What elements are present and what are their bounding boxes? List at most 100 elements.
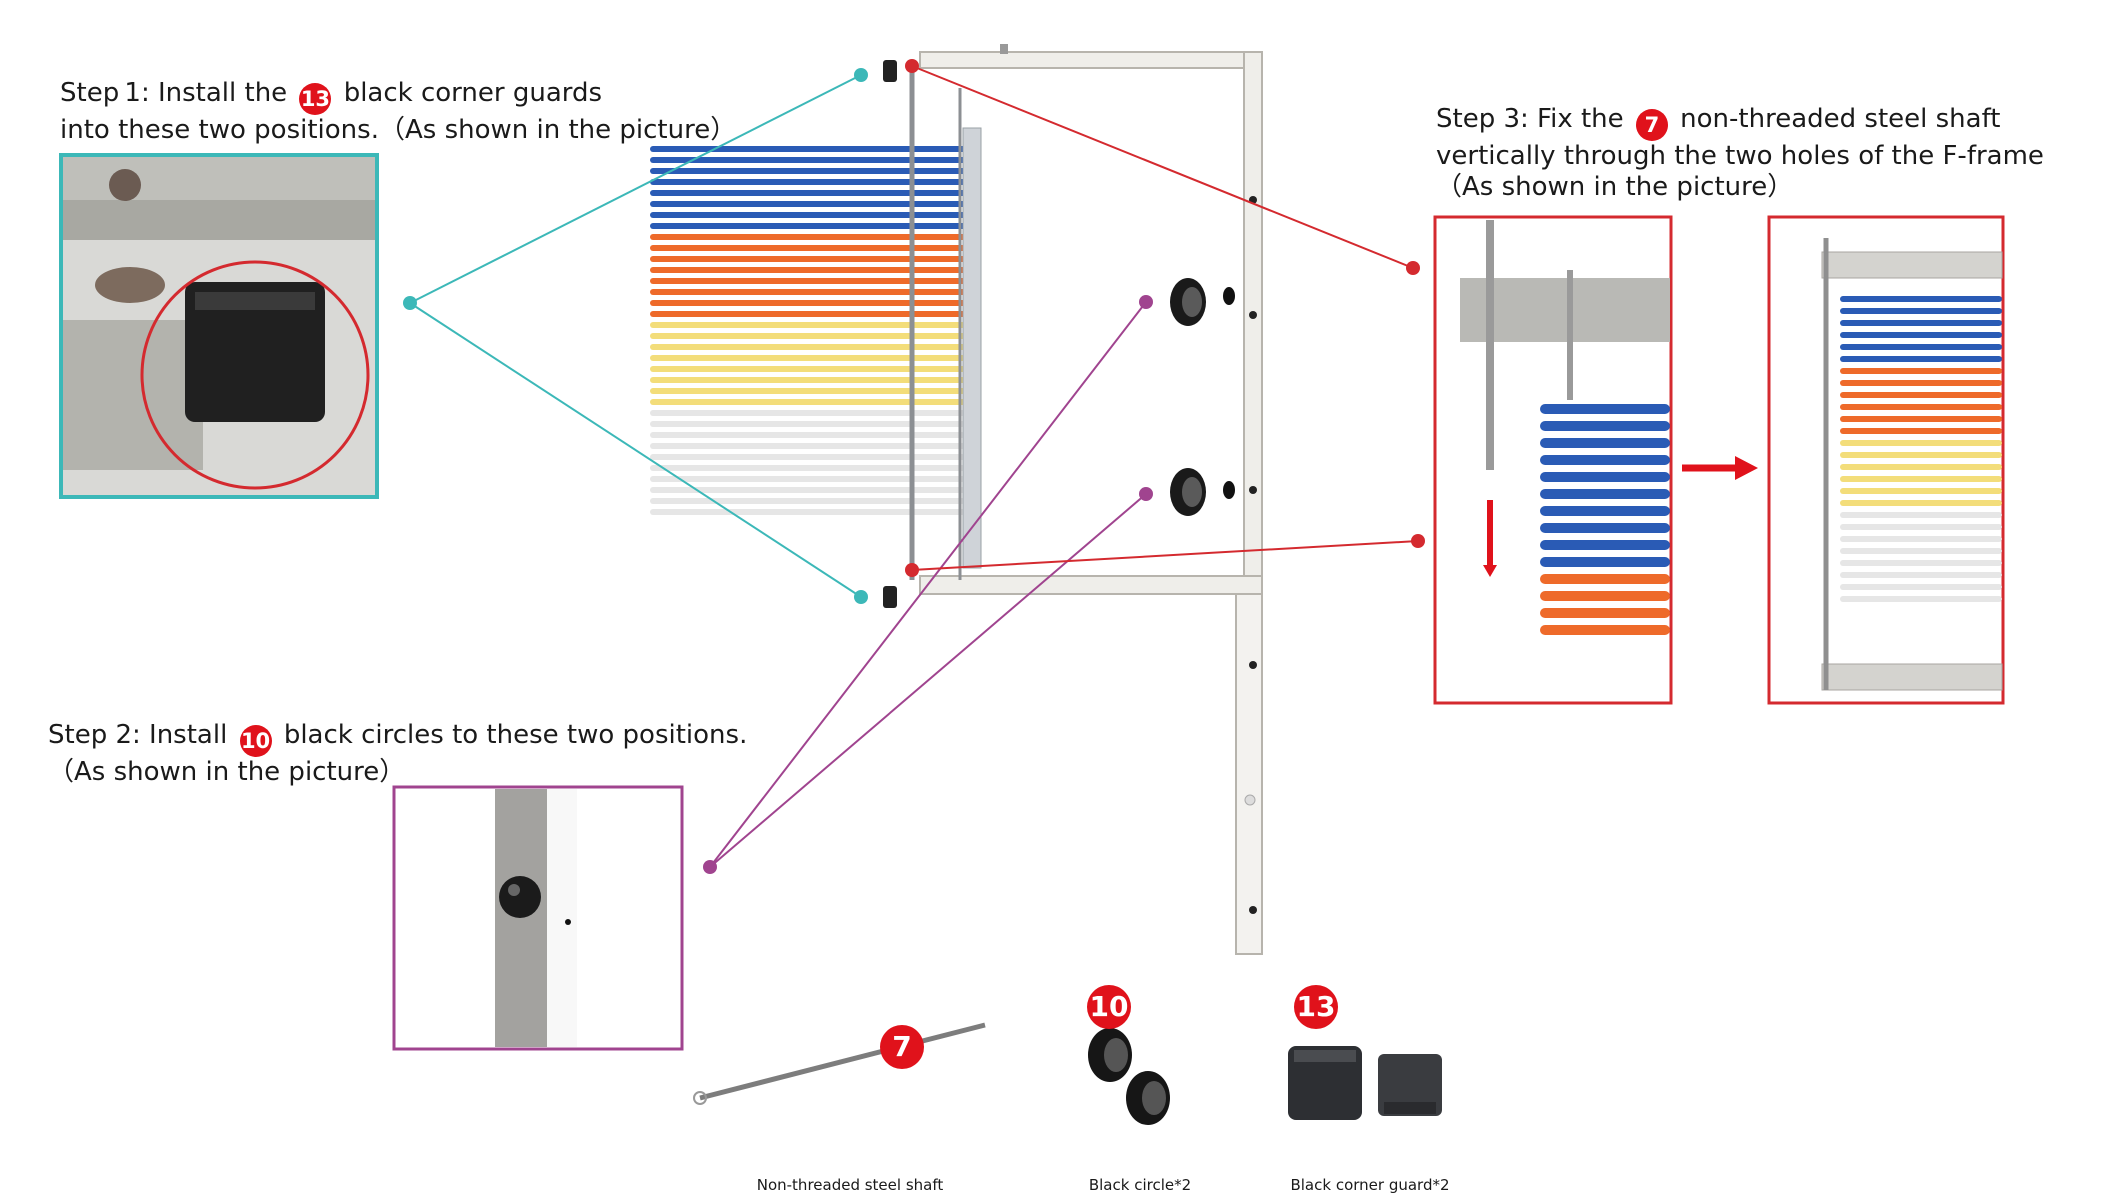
comb-bar xyxy=(1840,308,2002,314)
comb-bar xyxy=(1840,296,2002,302)
step3-detail-photo-2 xyxy=(1767,215,2005,705)
step2-text-before: Step 2: Install xyxy=(48,720,228,750)
comb-bar xyxy=(650,245,980,251)
comb-bar xyxy=(1840,380,2002,386)
comb-bar xyxy=(1540,540,1670,550)
part-black-circles xyxy=(1088,1028,1170,1125)
comb-bar xyxy=(1540,625,1670,635)
red-callout-dot xyxy=(905,563,919,577)
comb-bar xyxy=(1840,452,2002,458)
comb-bar xyxy=(1840,536,2002,542)
comb-bar xyxy=(650,377,980,383)
comb-bar xyxy=(650,234,980,240)
part-guard-caption: Black corner guard*2 xyxy=(1290,1176,1450,1194)
comb-bar xyxy=(1540,455,1670,465)
part-circle-caption: Black circle*2 xyxy=(1088,1176,1192,1194)
comb-bar xyxy=(650,410,980,416)
comb-bar xyxy=(650,344,980,350)
f-frame xyxy=(919,44,1263,955)
part-steel-shaft xyxy=(693,1022,986,1105)
step3-text-after: non-threaded steel shaft xyxy=(1680,104,2001,134)
comb-bar xyxy=(650,421,980,427)
red-callout-dot xyxy=(1406,261,1420,275)
comb-bar xyxy=(650,333,980,339)
step2-line2: （As shown in the picture） xyxy=(48,757,406,787)
red-callout-dot xyxy=(905,59,919,73)
purple-callout-dot xyxy=(1139,487,1153,501)
step1-badge: 13 xyxy=(299,83,332,115)
teal-callout-dot xyxy=(403,296,417,310)
comb-rack xyxy=(650,60,982,580)
comb-bar xyxy=(1540,608,1670,618)
callout-lines xyxy=(409,65,1419,868)
comb-bar xyxy=(1840,572,2002,578)
comb-bar xyxy=(1840,464,2002,470)
installed-parts xyxy=(883,60,1235,608)
step2-text-after: black circles to these two positions. xyxy=(283,720,748,750)
comb-bar xyxy=(650,355,980,361)
step3-line3: （As shown in the picture） xyxy=(1436,172,1794,202)
comb-bar xyxy=(650,201,980,207)
comb-bar xyxy=(650,465,980,471)
comb-bar xyxy=(650,509,980,515)
part-circle-badge: 10 xyxy=(1087,985,1131,1029)
comb-bar xyxy=(650,443,980,449)
step1-prefix: Step xyxy=(60,78,125,108)
comb-bar xyxy=(650,289,980,295)
step2-detail-photo xyxy=(392,785,684,1051)
step1-detail-photo xyxy=(59,153,379,499)
comb-bar xyxy=(1540,574,1670,584)
comb-bar xyxy=(1840,476,2002,482)
step3-line1: Step 3: Fix the 7 non-threaded steel sha… xyxy=(1436,104,2044,141)
comb-bar xyxy=(650,454,980,460)
right-arrow-icon xyxy=(1682,456,1758,480)
comb-bar xyxy=(1840,428,2002,434)
step3-instruction: Step 3: Fix the 7 non-threaded steel sha… xyxy=(1436,104,2044,203)
comb-bar xyxy=(650,256,980,262)
comb-bar xyxy=(1540,404,1670,414)
comb-bar xyxy=(1840,320,2002,326)
comb-bar xyxy=(1540,523,1670,533)
comb-bar xyxy=(650,399,980,405)
purple-callout-dot xyxy=(1139,295,1153,309)
step1-text-before: : Install the xyxy=(140,78,288,108)
step3-line2: vertically through the two holes of the … xyxy=(1436,141,2044,171)
purple-callout-dot xyxy=(703,860,717,874)
part-guard-badge: 13 xyxy=(1294,985,1338,1029)
comb-bar xyxy=(650,300,980,306)
step1-line1: Step 1: Install the 13 black corner guar… xyxy=(60,78,736,115)
comb-bar xyxy=(1540,438,1670,448)
comb-bar xyxy=(1840,404,2002,410)
comb-bar xyxy=(650,267,980,273)
step1-line2: into these two positions.（As shown in th… xyxy=(60,115,737,145)
comb-bar xyxy=(1840,596,2002,602)
comb-bar xyxy=(1840,500,2002,506)
step3-detail-photo-1 xyxy=(1433,215,1673,705)
comb-bar xyxy=(1840,356,2002,362)
teal-callout-dot xyxy=(854,68,868,82)
comb-bar xyxy=(1840,392,2002,398)
comb-bar xyxy=(1840,584,2002,590)
comb-bar xyxy=(1840,332,2002,338)
comb-bar xyxy=(1840,416,2002,422)
step3-text-before: Step 3: Fix the xyxy=(1436,104,1624,134)
comb-bar xyxy=(650,179,980,185)
comb-bar xyxy=(1540,506,1670,516)
comb-bar xyxy=(650,366,980,372)
red-callout-dot xyxy=(1411,534,1425,548)
comb-bar xyxy=(1540,591,1670,601)
comb-bar xyxy=(650,487,980,493)
comb-bar xyxy=(1840,488,2002,494)
comb-bar xyxy=(1840,368,2002,374)
step1-text-after: black corner guards xyxy=(343,78,603,108)
comb-bar xyxy=(1840,344,2002,350)
comb-bar xyxy=(650,278,980,284)
step1-instruction: Step 1: Install the 13 black corner guar… xyxy=(60,78,736,146)
comb-bar xyxy=(1840,524,2002,530)
comb-bar xyxy=(650,190,980,196)
part-shaft-badge: 7 xyxy=(880,1025,924,1069)
comb-bar xyxy=(650,223,980,229)
comb-bar xyxy=(650,388,980,394)
comb-bar xyxy=(650,498,980,504)
